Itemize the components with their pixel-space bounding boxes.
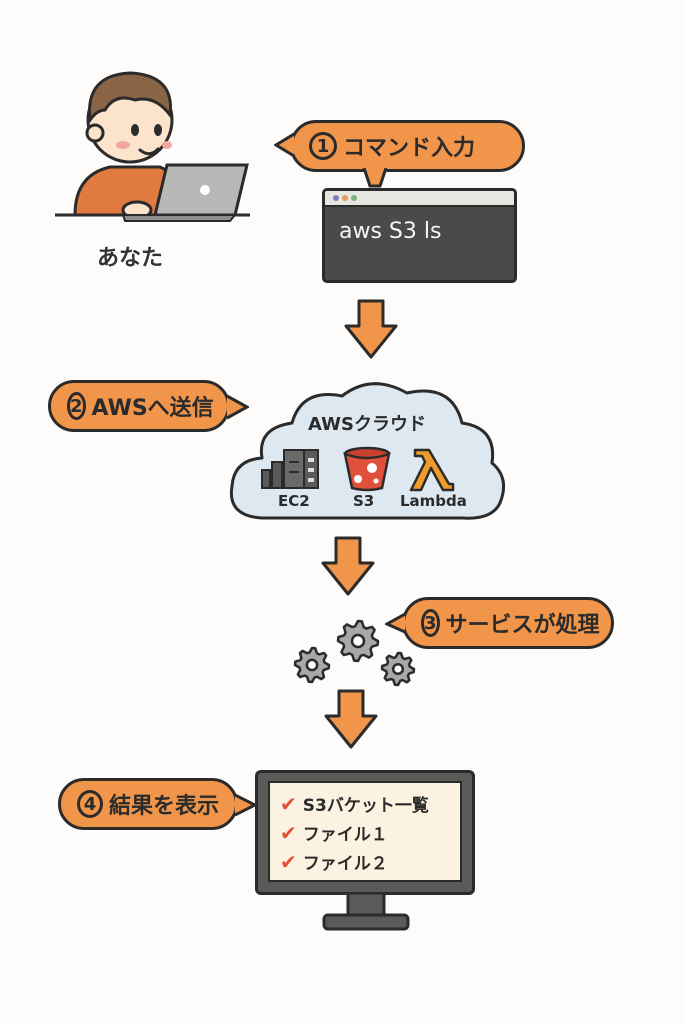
result-item-label: ファイル１ [302, 825, 388, 845]
user-label: あなた [97, 246, 164, 271]
bubble-tail-icon [385, 612, 405, 634]
gears-icon [293, 619, 416, 687]
service-label-lambda: Lambda [400, 492, 467, 510]
bucket-icon [343, 446, 391, 492]
checkmark-icon: ✔ [280, 849, 297, 874]
result-item: ✔ S3バケット一覧 [280, 789, 450, 818]
user-illustration [55, 55, 255, 225]
person-with-laptop-icon [55, 71, 250, 222]
gear-hole [391, 662, 405, 676]
step-3-label: サービスが処理 [445, 613, 600, 638]
result-item: ✔ ファイル１ [280, 818, 450, 847]
terminal-command: aws S3 ls [339, 219, 442, 244]
window-dot-icon [342, 195, 348, 201]
terminal-title-bar [325, 191, 514, 207]
server-icon [261, 449, 319, 489]
down-arrow-icon [324, 689, 378, 749]
service-label-s3: S3 [353, 492, 375, 510]
step-2-number: 2 [67, 392, 86, 420]
step-4-number: 4 [77, 790, 103, 818]
result-monitor: ✔ S3バケット一覧 ✔ ファイル１ ✔ ファイル２ [255, 770, 475, 895]
result-item-label: ファイル２ [302, 854, 388, 874]
gear-hole [305, 658, 319, 672]
result-screen: ✔ S3バケット一覧 ✔ ファイル１ ✔ ファイル２ [268, 781, 462, 882]
down-arrow-icon [321, 536, 375, 596]
step-2-bubble: 2 AWSへ送信 [48, 380, 230, 432]
terminal-window: aws S3 ls [322, 188, 517, 283]
monitor-stand-icon [322, 893, 410, 931]
step-4-label: 結果を表示 [108, 794, 219, 819]
bubble-tail-icon [227, 394, 249, 420]
gears-group [290, 615, 420, 695]
step-4-bubble: 4 結果を表示 [58, 778, 238, 830]
down-arrow-icon [344, 299, 398, 359]
step-3-bubble: 3 サービスが処理 [402, 597, 614, 649]
checkmark-icon: ✔ [280, 791, 297, 816]
bubble-tail-icon [235, 793, 257, 817]
step-1-bubble: 1 コマンド入力 [290, 120, 525, 172]
window-dot-icon [351, 195, 357, 201]
window-dot-icon [333, 195, 339, 201]
cloud-title: AWSクラウド [308, 414, 426, 435]
result-item: ✔ ファイル２ [280, 847, 450, 876]
step-2-label: AWSへ送信 [91, 396, 214, 421]
service-label-ec2: EC2 [278, 492, 310, 510]
step-1-label: コマンド入力 [343, 136, 476, 161]
aws-cloud: AWSクラウド EC2 S3 Lambda [222, 368, 512, 528]
step-1-number: 1 [309, 132, 337, 160]
lambda-icon [409, 448, 455, 492]
checkmark-icon: ✔ [280, 820, 297, 845]
gear-hole [350, 633, 366, 649]
step-3-number: 3 [421, 609, 440, 637]
result-item-label: S3バケット一覧 [302, 796, 429, 816]
bubble-tail-icon [362, 168, 388, 188]
bubble-tail-icon [274, 132, 294, 158]
